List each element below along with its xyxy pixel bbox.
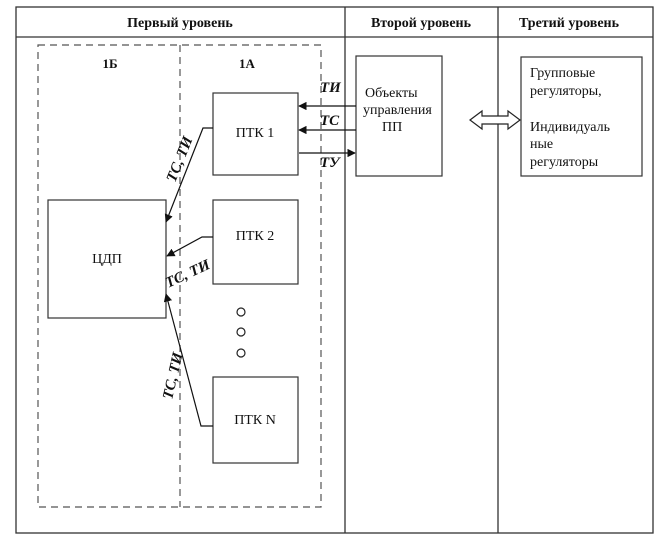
- sublevel-1a-label: 1А: [239, 56, 256, 71]
- regulators-line-5: ные: [530, 137, 553, 152]
- third-level-header: Третий уровень: [519, 16, 620, 31]
- regulators-line-1: Групповые: [530, 66, 595, 81]
- ellipsis-dot: [236, 307, 246, 317]
- ptkn-to-cdp-arrow: [163, 293, 213, 427]
- ellipsis-dot: [236, 327, 246, 337]
- regulators-line-2: регуляторы,: [530, 84, 602, 99]
- tu-label: ТУ: [320, 155, 341, 171]
- control-objects-box: [355, 55, 443, 177]
- ptk1-to-cdp-arrow: [164, 127, 213, 223]
- ts-ti-label-2: ТС, ТИ: [163, 256, 214, 291]
- regulators-line-4: Индивидуаль: [530, 120, 610, 135]
- ts-label: ТС: [320, 113, 340, 129]
- ptkn-box: [212, 376, 299, 464]
- ptk1-label: ПТК 1: [236, 126, 275, 141]
- bidirectional-link-arrow: [469, 109, 521, 131]
- ts-ti-label-n: ТС, ТИ: [160, 350, 187, 401]
- control-objects-line-1: Объекты: [365, 86, 418, 101]
- ptk2-label: ПТК 2: [236, 229, 275, 244]
- second-level-header: Второй уровень: [371, 16, 472, 31]
- ts-ti-label-1: ТС, ТИ: [164, 133, 197, 184]
- ptk2-to-cdp-arrow: [166, 236, 213, 257]
- cdp-label: ЦДП: [92, 252, 122, 267]
- ellipsis-dot: [236, 348, 246, 358]
- regulators-line-6: регуляторы: [530, 155, 599, 170]
- ptkn-label: ПТК N: [234, 413, 276, 428]
- ptk2-box: [212, 199, 299, 285]
- control-objects-line-3: ПП: [382, 120, 402, 135]
- outer-frame: [15, 6, 654, 534]
- control-objects-line-2: управления: [363, 103, 432, 118]
- first-level-header: Первый уровень: [127, 16, 233, 31]
- cdp-box: [47, 199, 167, 319]
- ti-label: ТИ: [320, 80, 342, 96]
- regulators-box: [520, 56, 643, 177]
- ptk1-box: [212, 92, 299, 176]
- sublevel-1b-label: 1Б: [102, 56, 117, 71]
